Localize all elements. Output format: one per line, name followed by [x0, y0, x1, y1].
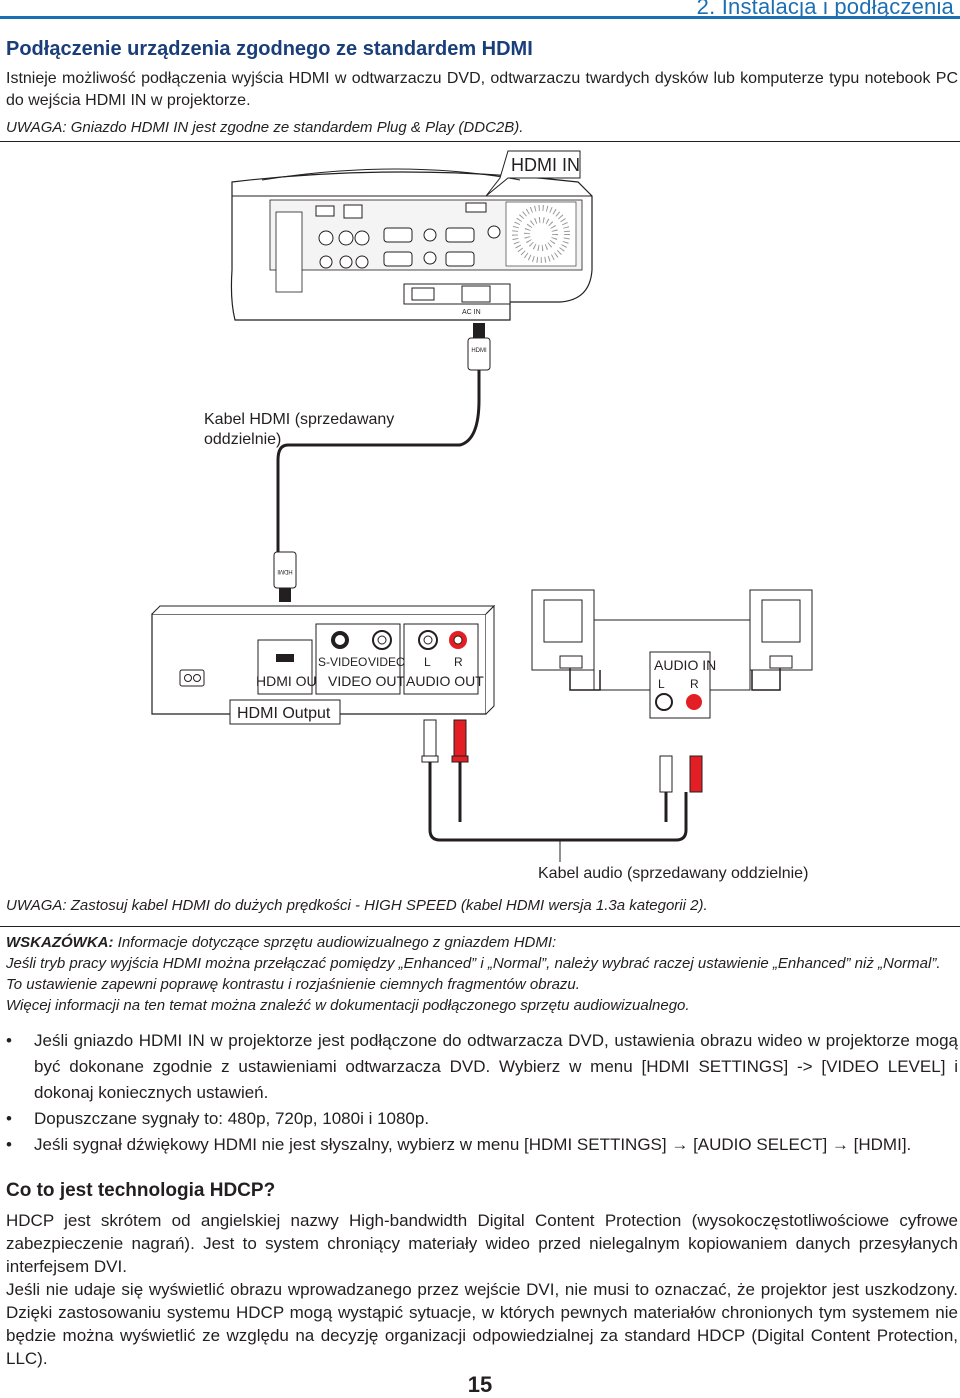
speakers: AUDIO IN L R	[531, 589, 813, 719]
note-rule	[0, 141, 960, 142]
svg-text:VIDEO OUT: VIDEO OUT	[328, 673, 405, 689]
hdmi-plug-top: HDMI	[467, 323, 491, 371]
svg-text:L: L	[424, 655, 431, 669]
svg-text:VIDEO: VIDEO	[368, 655, 405, 669]
tip-line-3: Więcej informacji na ten temat można zna…	[6, 997, 690, 1014]
note-plug-and-play: UWAGA: Gniazdo HDMI IN jest zgodne ze st…	[6, 119, 524, 136]
intro-paragraph: Istnieje możliwość podłączenia wyjścia H…	[6, 70, 958, 109]
tip-rule	[0, 926, 960, 927]
note-high-speed: UWAGA: Zastosuj kabel HDMI do dużych prę…	[6, 897, 708, 914]
hdmi-cable-label-1: Kabel HDMI (sprzedawany	[204, 411, 394, 428]
audio-cable-label: Kabel audio (sprzedawany oddzielnie)	[538, 865, 808, 882]
hdmi-in-callout: HDMI IN	[485, 150, 581, 197]
hdmi-cable-label-2: oddzielnie)	[204, 431, 281, 448]
audio-cable	[428, 762, 688, 842]
hdmi-cable	[276, 370, 481, 555]
hdcp-paragraph-1: HDCP jest skrótem od angielskiej nazwy H…	[6, 1211, 958, 1276]
projector: AC IN	[230, 168, 593, 321]
svg-text:HDMI: HDMI	[277, 568, 293, 574]
chapter-rule	[0, 16, 960, 19]
svg-text:HDMI Output: HDMI Output	[237, 705, 331, 722]
svg-text:HDMI IN: HDMI IN	[511, 155, 580, 175]
list-item: Dopuszczane sygnały to: 480p, 720p, 1080…	[6, 1106, 958, 1132]
dvd-hdmi-out-label: HDMI OUT	[256, 673, 326, 689]
ac-in-label: AC IN	[462, 309, 481, 316]
dvd-player: HDMI OUT S-VIDEO VIDEO VIDEO OUT L R AUD…	[151, 604, 496, 715]
svg-text:L: L	[658, 677, 665, 691]
hdmi-plug-bottom: HDMI	[273, 551, 297, 602]
svg-text:R: R	[454, 655, 463, 669]
section-title: Podłączenie urządzenia zgodnego ze stand…	[6, 38, 533, 60]
hdcp-paragraph-2: Jeśli nie udaje się wyświetlić obrazu wp…	[6, 1280, 958, 1368]
audio-plugs-dvd	[421, 719, 469, 763]
svg-text:AUDIO OUT: AUDIO OUT	[406, 673, 484, 689]
connection-diagram: AC IN HDMI IN HDMI Kabel HDMI (sprzedawa…	[151, 150, 813, 882]
audio-plugs-speaker	[659, 755, 703, 793]
svg-text:HDMI: HDMI	[471, 348, 487, 354]
svg-text:S-VIDEO: S-VIDEO	[318, 655, 367, 669]
svg-text:AUDIO IN: AUDIO IN	[654, 657, 716, 673]
tip-line-1: Informacje dotyczące sprzętu audiowizual…	[117, 934, 557, 951]
hdcp-title: Co to jest technologia HDCP?	[6, 1180, 276, 1201]
tip-label: WSKAZÓWKA:	[6, 934, 114, 951]
chapter-title: 2. Instalacja i podłączenia	[696, 0, 954, 19]
tip-block: WSKAZÓWKA: Informacje dotyczące sprzętu …	[6, 932, 958, 1016]
bullet-list: Jeśli gniazdo HDMI IN w projektorze jest…	[6, 1028, 958, 1158]
svg-text:R: R	[690, 677, 699, 691]
hdmi-output-label: HDMI Output	[229, 699, 341, 725]
page-number: 15	[467, 1372, 493, 1397]
list-item: Jeśli sygnał dźwiękowy HDMI nie jest sły…	[6, 1132, 958, 1158]
tip-line-2: Jeśli tryb pracy wyjścia HDMI można prze…	[6, 955, 941, 993]
list-item: Jeśli gniazdo HDMI IN w projektorze jest…	[6, 1028, 958, 1106]
